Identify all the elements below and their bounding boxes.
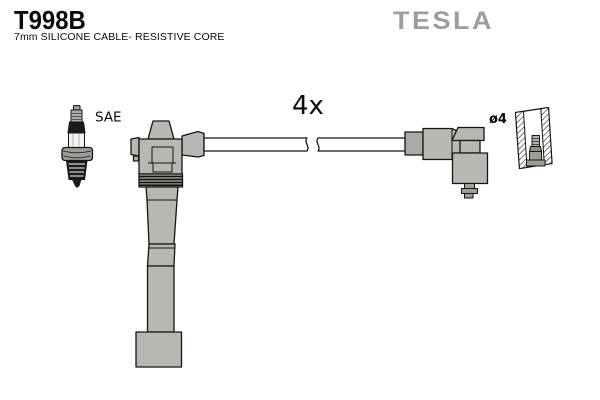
part-description: 7mm SILICONE CABLE- RESISTIVE CORE [14,31,225,43]
sae-label: SAE [95,110,122,126]
elbow-boot-icon [404,126,489,199]
connector-cross-section-icon [514,106,553,170]
part-number-title: T998B [14,5,86,35]
spark-plug-icon [61,105,94,188]
tesla-brand-logo: TESLA [393,7,495,35]
coil-boot-icon [130,120,205,368]
diameter-label: ø4 [489,112,507,127]
ignition-cable-icon [203,137,407,152]
quantity-label: 4x [292,91,324,121]
